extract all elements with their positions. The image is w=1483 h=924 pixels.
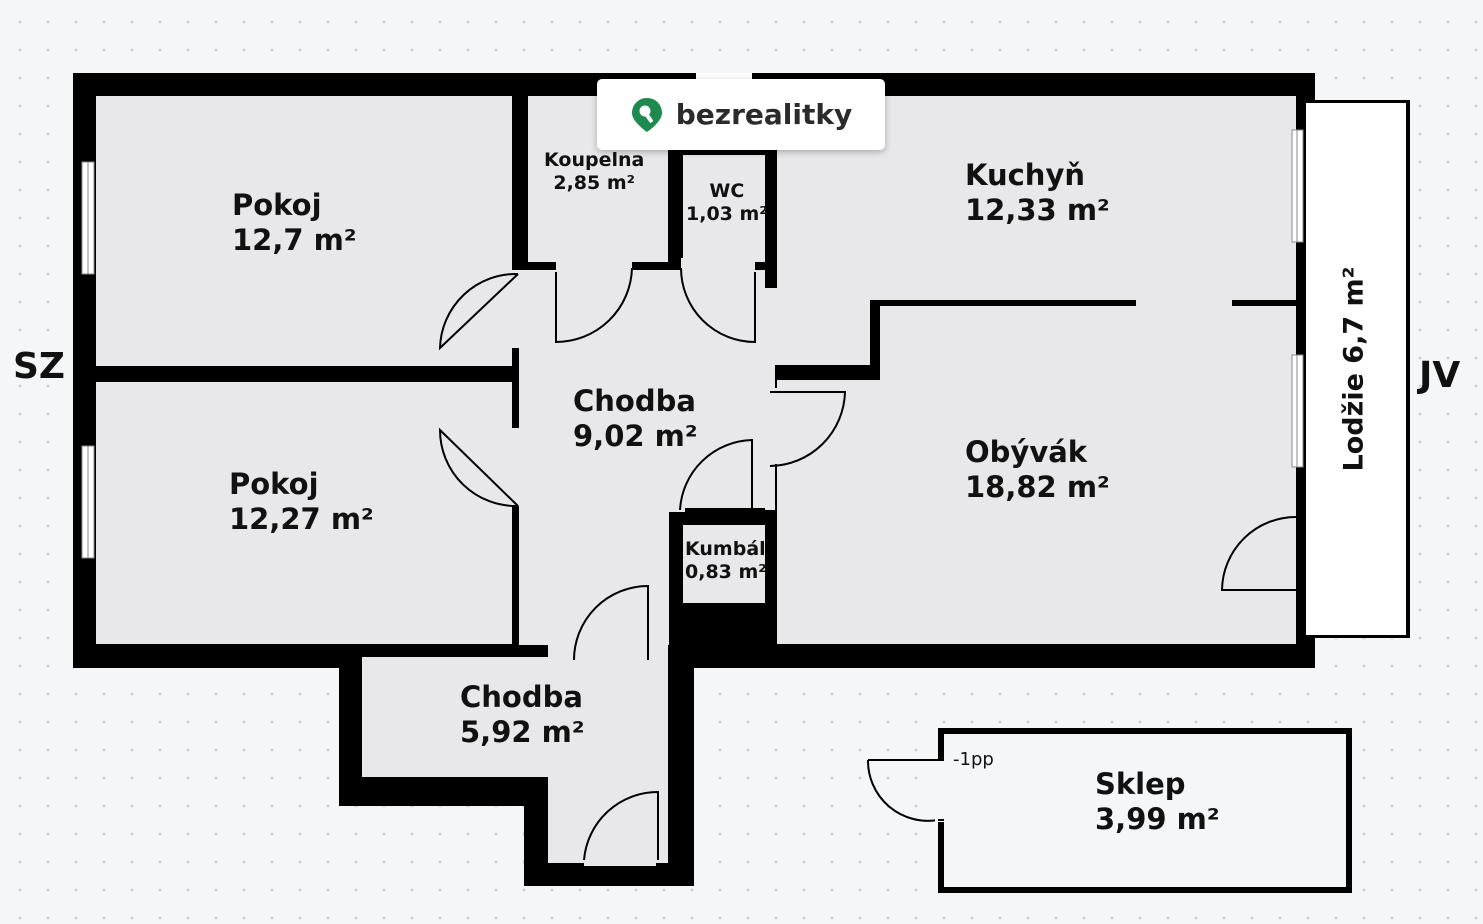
cellar-level-label: -1pp <box>953 749 994 770</box>
room-area: 1,03 m² <box>686 203 768 226</box>
orientation-east: JV <box>1419 355 1461 396</box>
floor-chodba1 <box>519 270 870 645</box>
lodzie <box>1303 100 1410 638</box>
room-name: WC <box>709 180 745 202</box>
room-label-kuchyn: Kuchyň 12,33 m² <box>965 158 1110 229</box>
room-area: 9,02 m² <box>573 419 698 454</box>
floor-wc <box>683 155 765 262</box>
door-openings <box>505 258 1296 866</box>
orientation-west: SZ <box>13 346 66 387</box>
lodzie-label: Lodžie 6,7 m² <box>1338 266 1370 472</box>
room-label-chodba1: Chodba 9,02 m² <box>573 384 698 455</box>
room-area: 12,33 m² <box>965 193 1110 228</box>
room-area: 18,82 m² <box>965 470 1110 505</box>
floor-obyvak <box>777 306 1296 644</box>
room-label-pokoj1: Pokoj 12,7 m² <box>232 188 357 259</box>
room-name: Kuchyň <box>965 158 1085 192</box>
room-area: 12,7 m² <box>232 223 357 258</box>
door-swings <box>438 267 1297 861</box>
room-name: Sklep <box>1095 767 1186 801</box>
room-label-koupelna: Koupelna 2,85 m² <box>544 149 644 195</box>
room-label-chodba2: Chodba 5,92 m² <box>460 680 585 751</box>
room-name: Pokoj <box>232 188 322 222</box>
room-label-sklep: Sklep 3,99 m² <box>1095 767 1220 838</box>
room-name: Obývák <box>965 435 1088 469</box>
room-area: 5,92 m² <box>460 715 585 750</box>
floor-pokoj1 <box>96 96 512 366</box>
room-label-kumbal: Kumbál 0,83 m² <box>685 538 767 584</box>
windows <box>81 73 1304 559</box>
floor-pokoj2 <box>96 382 512 644</box>
room-name: Chodba <box>573 384 696 418</box>
room-name: Koupelna <box>544 149 645 171</box>
floor-kumbal <box>683 525 765 603</box>
sklep-walls <box>868 728 1352 893</box>
room-area: 12,27 m² <box>229 502 374 537</box>
room-name: Kumbál <box>685 538 766 560</box>
room-area: 2,85 m² <box>553 172 635 195</box>
room-area: 3,99 m² <box>1095 802 1220 837</box>
room-label-wc: WC 1,03 m² <box>686 180 768 226</box>
brand-name: bezrealitky <box>675 98 853 131</box>
location-pin-icon <box>631 97 662 132</box>
window-top <box>696 73 752 79</box>
brand-logo: bezrealitky <box>597 79 885 150</box>
room-name: Chodba <box>460 680 583 714</box>
floor-chodba2-neck <box>548 645 668 863</box>
room-label-pokoj2: Pokoj 12,27 m² <box>229 467 374 538</box>
room-label-obyvak: Obývák 18,82 m² <box>965 435 1110 506</box>
room-name: Pokoj <box>229 467 319 501</box>
room-area: 0,83 m² <box>685 561 767 584</box>
